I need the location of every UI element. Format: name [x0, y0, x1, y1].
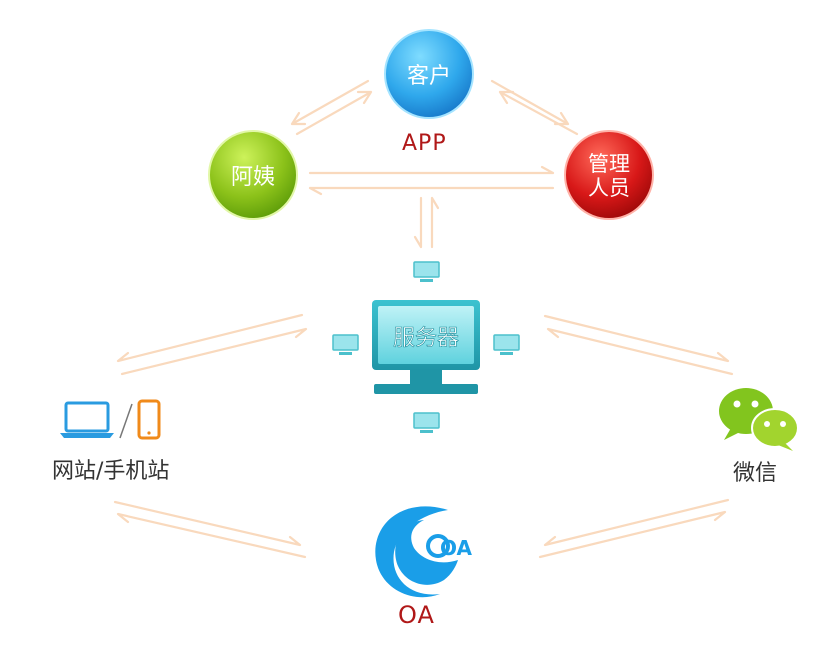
arrow-wechat-oa: [538, 498, 730, 559]
arrow-app-server: [413, 196, 440, 249]
arrow-server-website: [116, 313, 308, 376]
oa-logo-icon: OA: [375, 506, 472, 598]
arrow-customer-auntie: [290, 79, 373, 136]
slash-divider: [119, 403, 133, 439]
auntie-label: 阿姨: [231, 165, 275, 190]
smartphone-icon: [137, 399, 161, 440]
customer-label: 客户: [407, 64, 451, 89]
oa-logo-text: OA: [440, 536, 472, 560]
small-monitor-icon-left: [332, 334, 359, 355]
server-monitor-icon: [372, 300, 480, 394]
wechat-icon: [719, 388, 799, 451]
wechat-label: 微信: [733, 461, 778, 486]
small-monitor-icon-bottom: [413, 412, 440, 433]
website-label: 网站/手机站: [52, 459, 170, 484]
manager-label-line2: 人员: [588, 176, 630, 200]
customer-node: 客户: [384, 29, 474, 119]
small-monitor-icon-top: [413, 261, 440, 282]
laptop-icon: [60, 401, 114, 438]
manager-node: 管理 人员: [564, 130, 654, 220]
app-label: APP: [402, 131, 447, 156]
oa-label: OA: [398, 601, 435, 629]
manager-label-line1: 管理: [588, 152, 630, 176]
arrows: [113, 79, 734, 559]
server-label: 服务器: [393, 326, 459, 351]
auntie-node: 阿姨: [208, 130, 298, 220]
arrow-server-wechat: [543, 314, 734, 376]
server-node: 服务器: [372, 300, 480, 394]
arrow-website-oa: [113, 500, 307, 559]
arrow-auntie-manager: [308, 165, 555, 196]
small-monitor-icon-right: [493, 334, 520, 355]
arrow-customer-manager: [490, 79, 579, 136]
